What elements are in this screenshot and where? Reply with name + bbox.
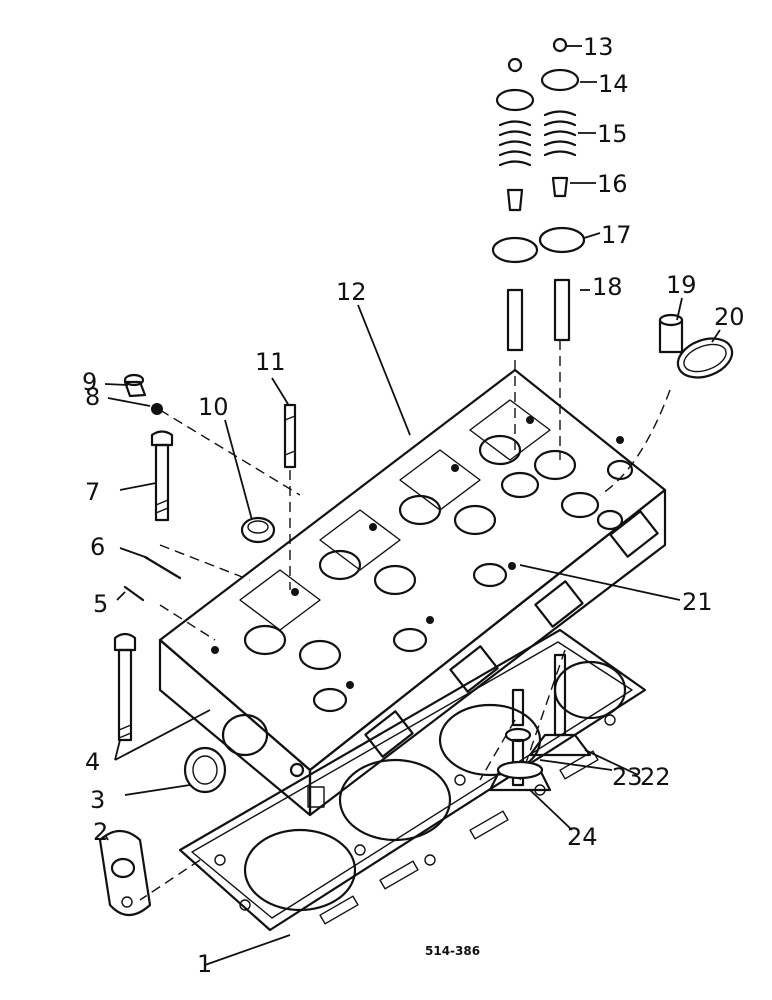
valve-seat-insert: [488, 760, 552, 792]
callout-11: 11: [255, 348, 286, 376]
callout-5: 5: [93, 590, 108, 618]
sleeve: [240, 516, 276, 544]
callout-10: 10: [198, 393, 229, 421]
callout-4: 4: [85, 748, 100, 776]
leader-lines: [104, 45, 721, 966]
callout-20: 20: [714, 303, 745, 331]
callout-7: 7: [85, 478, 100, 506]
head-bolt: [150, 430, 174, 522]
valve-train-left: [491, 57, 539, 352]
callout-13: 13: [583, 33, 614, 61]
plate-part: [98, 829, 152, 917]
callout-23: 23: [612, 763, 643, 791]
callout-3: 3: [90, 786, 105, 814]
callout-15: 15: [597, 120, 628, 148]
callout-18: 18: [592, 273, 623, 301]
callout-19: 19: [666, 271, 697, 299]
plug: [123, 373, 147, 398]
core-plug: [183, 746, 227, 794]
callout-21: 21: [682, 588, 713, 616]
cap: [676, 337, 734, 379]
valve-train-right: [538, 37, 586, 342]
medium-stud: [143, 555, 182, 580]
callout-12: 12: [336, 278, 367, 306]
callout-14: 14: [598, 70, 629, 98]
cylinder-head: [158, 368, 667, 817]
short-stud: [123, 585, 145, 602]
callout-labels: 1 2 3 4 5 6 7 8 9 10 11 12 13 14 15 16 1…: [82, 33, 745, 978]
alignment-lines: [139, 340, 671, 901]
callout-1: 1: [197, 950, 212, 978]
long-stud: [283, 403, 297, 469]
injector-sleeve: [658, 313, 684, 354]
callout-8: 8: [85, 383, 100, 411]
callout-2: 2: [93, 818, 108, 846]
callout-6: 6: [90, 533, 105, 561]
callout-22: 22: [640, 763, 671, 791]
drawing-reference-number: 514-386: [425, 944, 480, 958]
exhaust-valve: [528, 653, 592, 757]
long-bolt: [113, 632, 137, 742]
callout-24: 24: [567, 823, 598, 851]
callout-16: 16: [597, 170, 628, 198]
callout-9: 9: [82, 368, 97, 396]
callout-17: 17: [601, 221, 632, 249]
washer: [151, 403, 163, 415]
head-gasket: [178, 628, 647, 932]
